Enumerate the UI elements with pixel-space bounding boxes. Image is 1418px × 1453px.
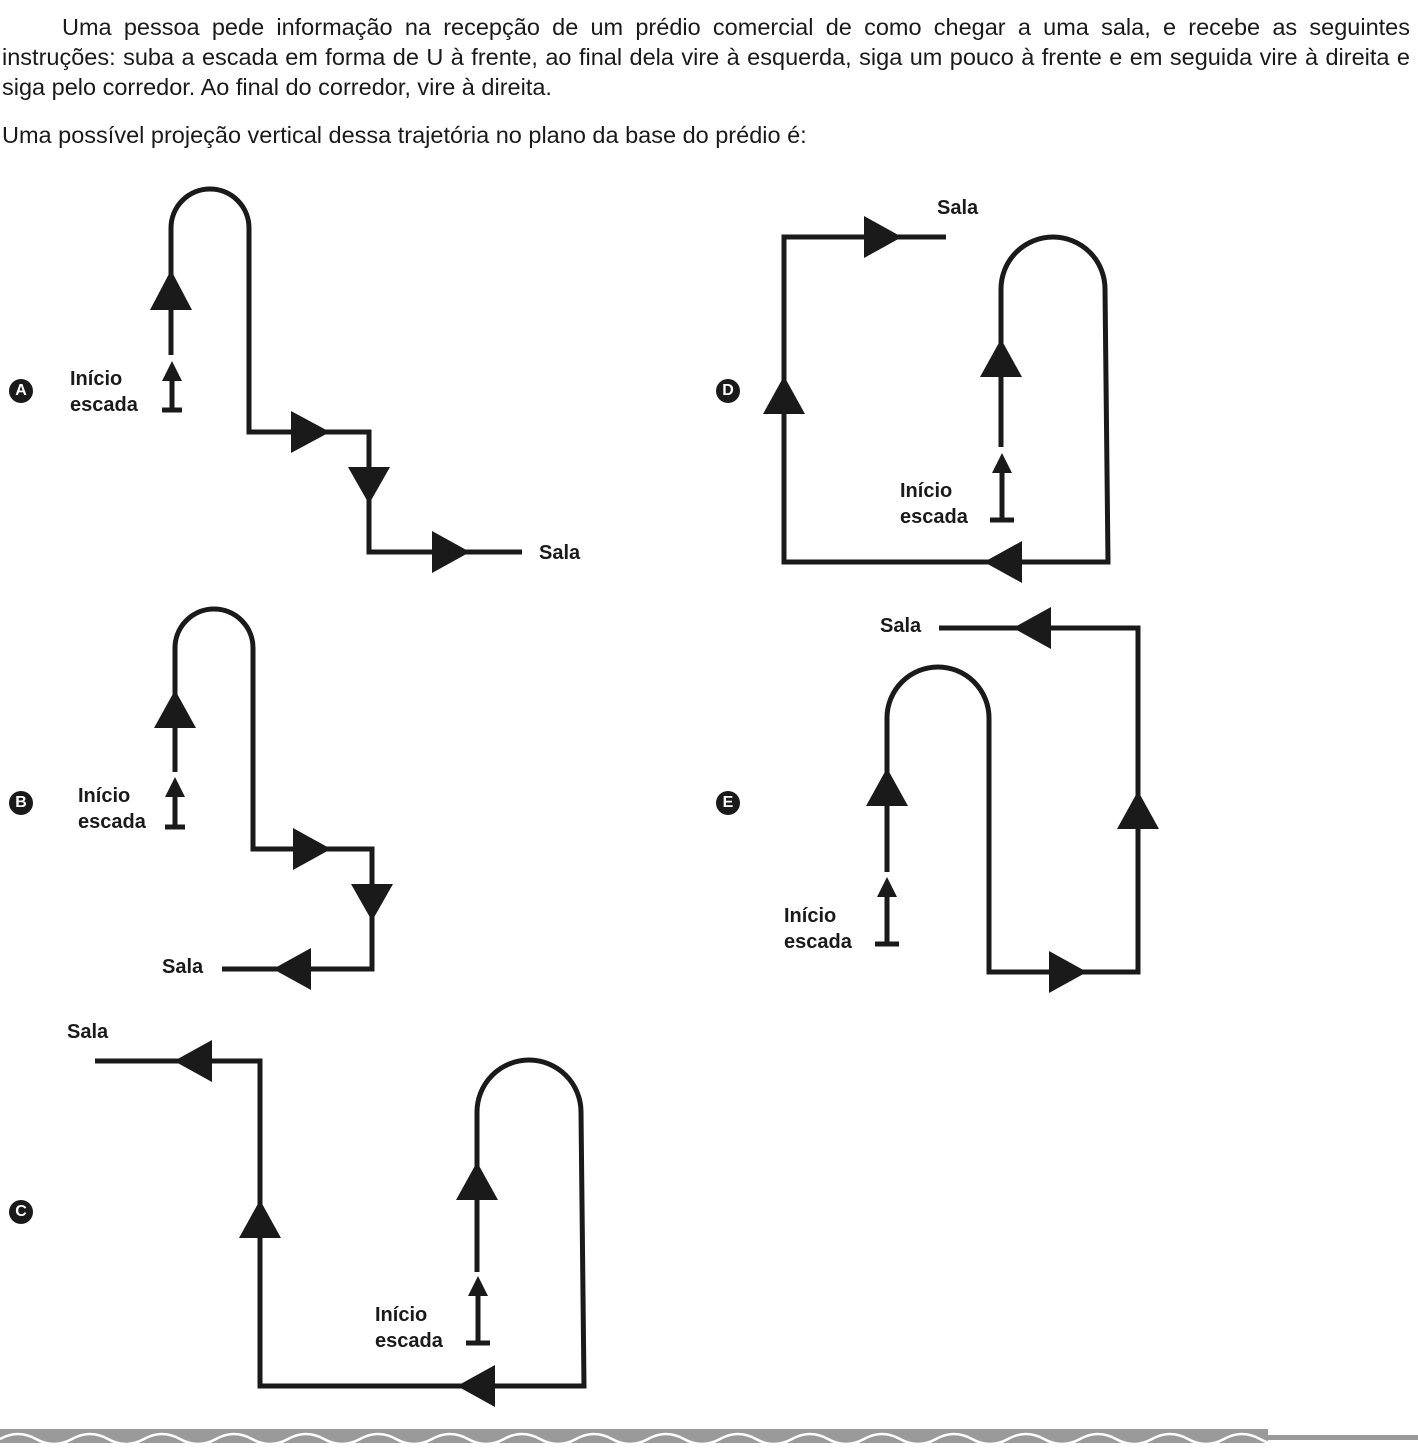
- arrow-down-icon: [351, 884, 393, 921]
- start-label-line2: escada: [375, 1330, 443, 1352]
- stair-path: [168, 186, 522, 555]
- diagram-option-a: [150, 186, 522, 573]
- arrow-right-icon: [864, 216, 902, 258]
- option-letter-a[interactable]: A: [9, 379, 33, 403]
- start-label: Início escada: [78, 783, 146, 835]
- room-label: Sala: [539, 542, 581, 564]
- start-marker-icon: [990, 453, 1014, 523]
- arrow-left-icon: [457, 1365, 495, 1407]
- arrow-up-icon: [239, 1200, 281, 1238]
- start-marker-icon: [165, 777, 185, 830]
- option-letter-c[interactable]: C: [9, 1200, 33, 1224]
- start-label: Início escada: [784, 903, 852, 955]
- stair-path: [781, 234, 1111, 565]
- start-label: Início escada: [375, 1302, 443, 1354]
- arrow-right-icon: [291, 411, 330, 453]
- diagram-option-e: [866, 607, 1159, 993]
- start-marker-icon: [466, 1276, 490, 1346]
- start-label-line2: escada: [784, 931, 852, 953]
- arrow-up-icon: [866, 768, 908, 806]
- start-label-line1: Início: [900, 480, 953, 502]
- room-label: Sala: [162, 956, 204, 978]
- diagram-option-c: [95, 1040, 587, 1407]
- diagram-option-d: [763, 216, 1111, 583]
- arrow-right-icon: [1049, 951, 1087, 993]
- start-label-line1: Início: [78, 785, 131, 807]
- arrow-up-icon: [763, 376, 805, 414]
- arrow-up-icon: [456, 1162, 498, 1200]
- stair-path: [95, 1057, 587, 1389]
- start-marker-icon: [875, 877, 899, 947]
- start-label-line2: escada: [78, 811, 146, 833]
- arrow-up-icon: [1117, 791, 1159, 829]
- arrow-left-icon: [273, 948, 311, 990]
- option-letter-d[interactable]: D: [716, 379, 740, 403]
- arrow-left-icon: [174, 1040, 212, 1082]
- arrow-up-icon: [150, 270, 192, 310]
- room-label: Sala: [880, 615, 922, 637]
- stair-path: [172, 606, 375, 972]
- diagram-option-b: [154, 606, 393, 990]
- arrow-up-icon: [154, 690, 196, 728]
- start-label-line2: escada: [70, 394, 138, 416]
- start-label-line1: Início: [70, 368, 123, 390]
- arrow-right-icon: [432, 531, 470, 573]
- question-intro: Uma pessoa pede informação na recepção d…: [2, 14, 1410, 100]
- start-label: Início escada: [900, 478, 968, 530]
- start-label: Início escada: [70, 366, 138, 418]
- arrow-left-icon: [1013, 607, 1051, 649]
- question-prompt: Uma possível projeção vertical dessa tra…: [2, 122, 807, 148]
- room-label: Sala: [937, 197, 979, 219]
- stair-path: [884, 625, 1141, 975]
- room-label: Sala: [67, 1021, 109, 1043]
- option-letter-e[interactable]: E: [716, 791, 740, 815]
- option-letter-b[interactable]: B: [9, 791, 33, 815]
- arrow-down-icon: [348, 467, 390, 504]
- arrow-left-icon: [984, 541, 1022, 583]
- arrow-up-icon: [980, 339, 1022, 377]
- footer-wave-divider: [0, 1429, 1418, 1446]
- start-label-line1: Início: [375, 1304, 428, 1326]
- arrow-right-icon: [293, 828, 331, 870]
- start-label-line1: Início: [784, 905, 837, 927]
- start-marker-icon: [162, 361, 182, 413]
- start-label-line2: escada: [900, 506, 968, 528]
